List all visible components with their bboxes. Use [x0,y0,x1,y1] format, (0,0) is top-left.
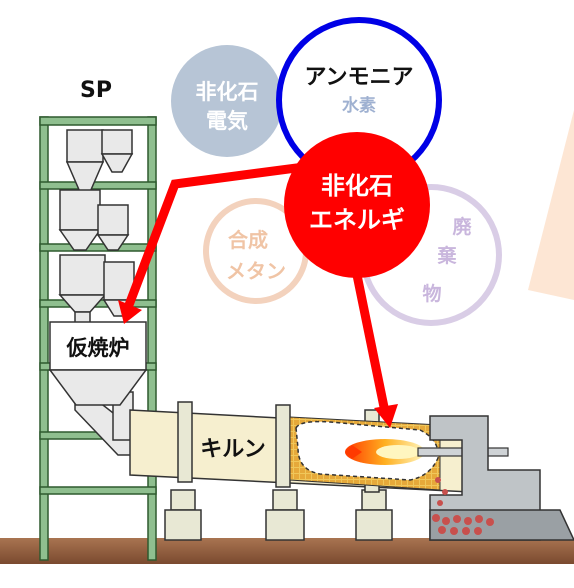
waste-line3: 物 [422,282,441,305]
ammonia-label: アンモニア [304,65,413,90]
waste-line2: 棄 [437,244,457,267]
non-fossil-energy-line1: 非化石 [321,172,393,200]
non-fossil-energy-line2: エネルギ [309,206,405,234]
burner-flame [345,439,425,465]
clinker-particles [432,477,494,535]
non-fossil-energy-circle [284,132,430,278]
precalciner-label: 仮焼炉 [66,336,130,360]
kiln-supports [164,489,393,541]
precalciner: 仮焼炉 [48,321,148,406]
arrow-heads [118,300,398,428]
non-fossil-electricity-line1: 非化石 [196,80,259,104]
background-triangle [528,110,574,300]
synthetic-methane-line2: メタン [226,259,286,283]
non-fossil-electricity-circle [171,45,283,157]
ground [0,538,574,564]
energy-arrows [123,162,391,418]
cyclones [58,129,136,456]
non-fossil-electricity-line2: 電気 [206,109,248,133]
synthetic-methane-line1: 合成 [228,228,268,252]
hydrogen-label: 水素 [342,95,376,116]
sp-label: SP [80,78,112,103]
waste-line1: 廃 [452,215,472,238]
kiln-label: キルン [200,437,266,462]
